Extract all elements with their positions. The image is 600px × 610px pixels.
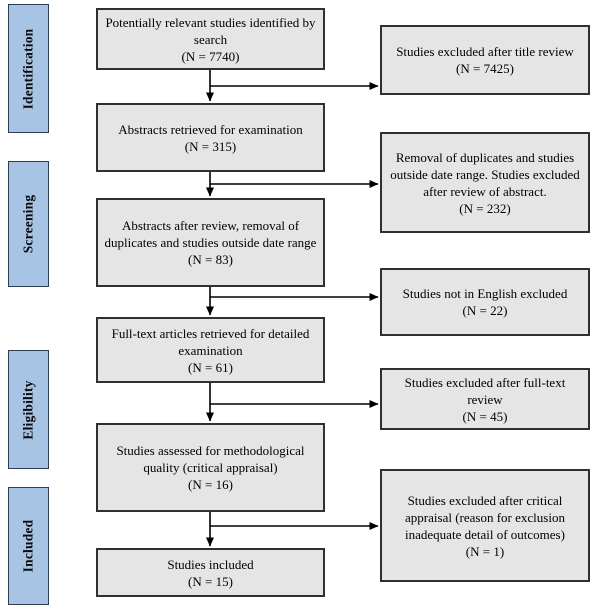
stage-label-text: Included: [20, 519, 36, 573]
stage-label-text: Identification: [20, 28, 36, 109]
exclusion-box-fulltext-review: Studies excluded after full-text review …: [380, 368, 590, 430]
exclusion-box-duplicates-abstract-review: Removal of duplicates and studies outsid…: [380, 132, 590, 233]
box-text: Studies assessed for methodological qual…: [116, 443, 305, 475]
box-text: Potentially relevant studies identified …: [105, 14, 316, 47]
stage-label-text: Eligibility: [20, 379, 36, 440]
box-count: (N = 7740): [181, 48, 240, 64]
box-count: (N = 7425): [456, 61, 514, 76]
stage-label-identification: Identification: [8, 4, 49, 133]
box-count: (N = 22): [462, 303, 508, 318]
stage-label-screening: Screening: [8, 161, 49, 287]
flow-box-fulltext-retrieved: Full-text articles retrieved for detaile…: [96, 317, 325, 383]
stage-label-included: Included: [8, 487, 49, 605]
box-count: (N = 232): [459, 200, 511, 216]
box-count: (N = 315): [184, 138, 237, 154]
box-text: Removal of duplicates and studies outsid…: [390, 149, 580, 199]
flow-box-studies-included: Studies included (N = 15): [96, 548, 325, 597]
exclusion-box-not-english: Studies not in English excluded (N = 22): [380, 268, 590, 336]
box-text: Studies excluded after title review: [396, 44, 574, 59]
box-text: Studies included: [167, 556, 254, 572]
flow-box-studies-identified: Potentially relevant studies identified …: [96, 8, 325, 70]
box-count: (N = 83): [188, 252, 233, 267]
exclusion-box-title-review: Studies excluded after title review (N =…: [380, 25, 590, 95]
box-count: (N = 15): [188, 573, 233, 589]
box-text: Studies excluded after full-text review: [404, 374, 566, 407]
box-text: Studies not in English excluded: [402, 286, 568, 301]
flow-box-abstracts-retrieved: Abstracts retrieved for examination (N =…: [96, 103, 325, 172]
stage-label-eligibility: Eligibility: [8, 350, 49, 469]
box-text: Abstracts retrieved for examination: [118, 121, 303, 137]
box-text: Full-text articles retrieved for detaile…: [111, 325, 310, 358]
box-count: (N = 61): [188, 359, 233, 375]
flow-box-abstracts-after-review: Abstracts after review, removal of dupli…: [96, 198, 325, 287]
flow-box-studies-assessed: Studies assessed for methodological qual…: [96, 423, 325, 512]
box-count: (N = 45): [462, 408, 508, 424]
box-count: (N = 1): [465, 543, 505, 559]
exclusion-box-critical-appraisal: Studies excluded after critical appraisa…: [380, 469, 590, 582]
box-text: Abstracts after review, removal of dupli…: [104, 218, 317, 250]
box-text: Studies excluded after critical appraisa…: [405, 492, 565, 542]
box-count: (N = 16): [188, 477, 233, 492]
stage-label-text: Screening: [20, 194, 36, 254]
